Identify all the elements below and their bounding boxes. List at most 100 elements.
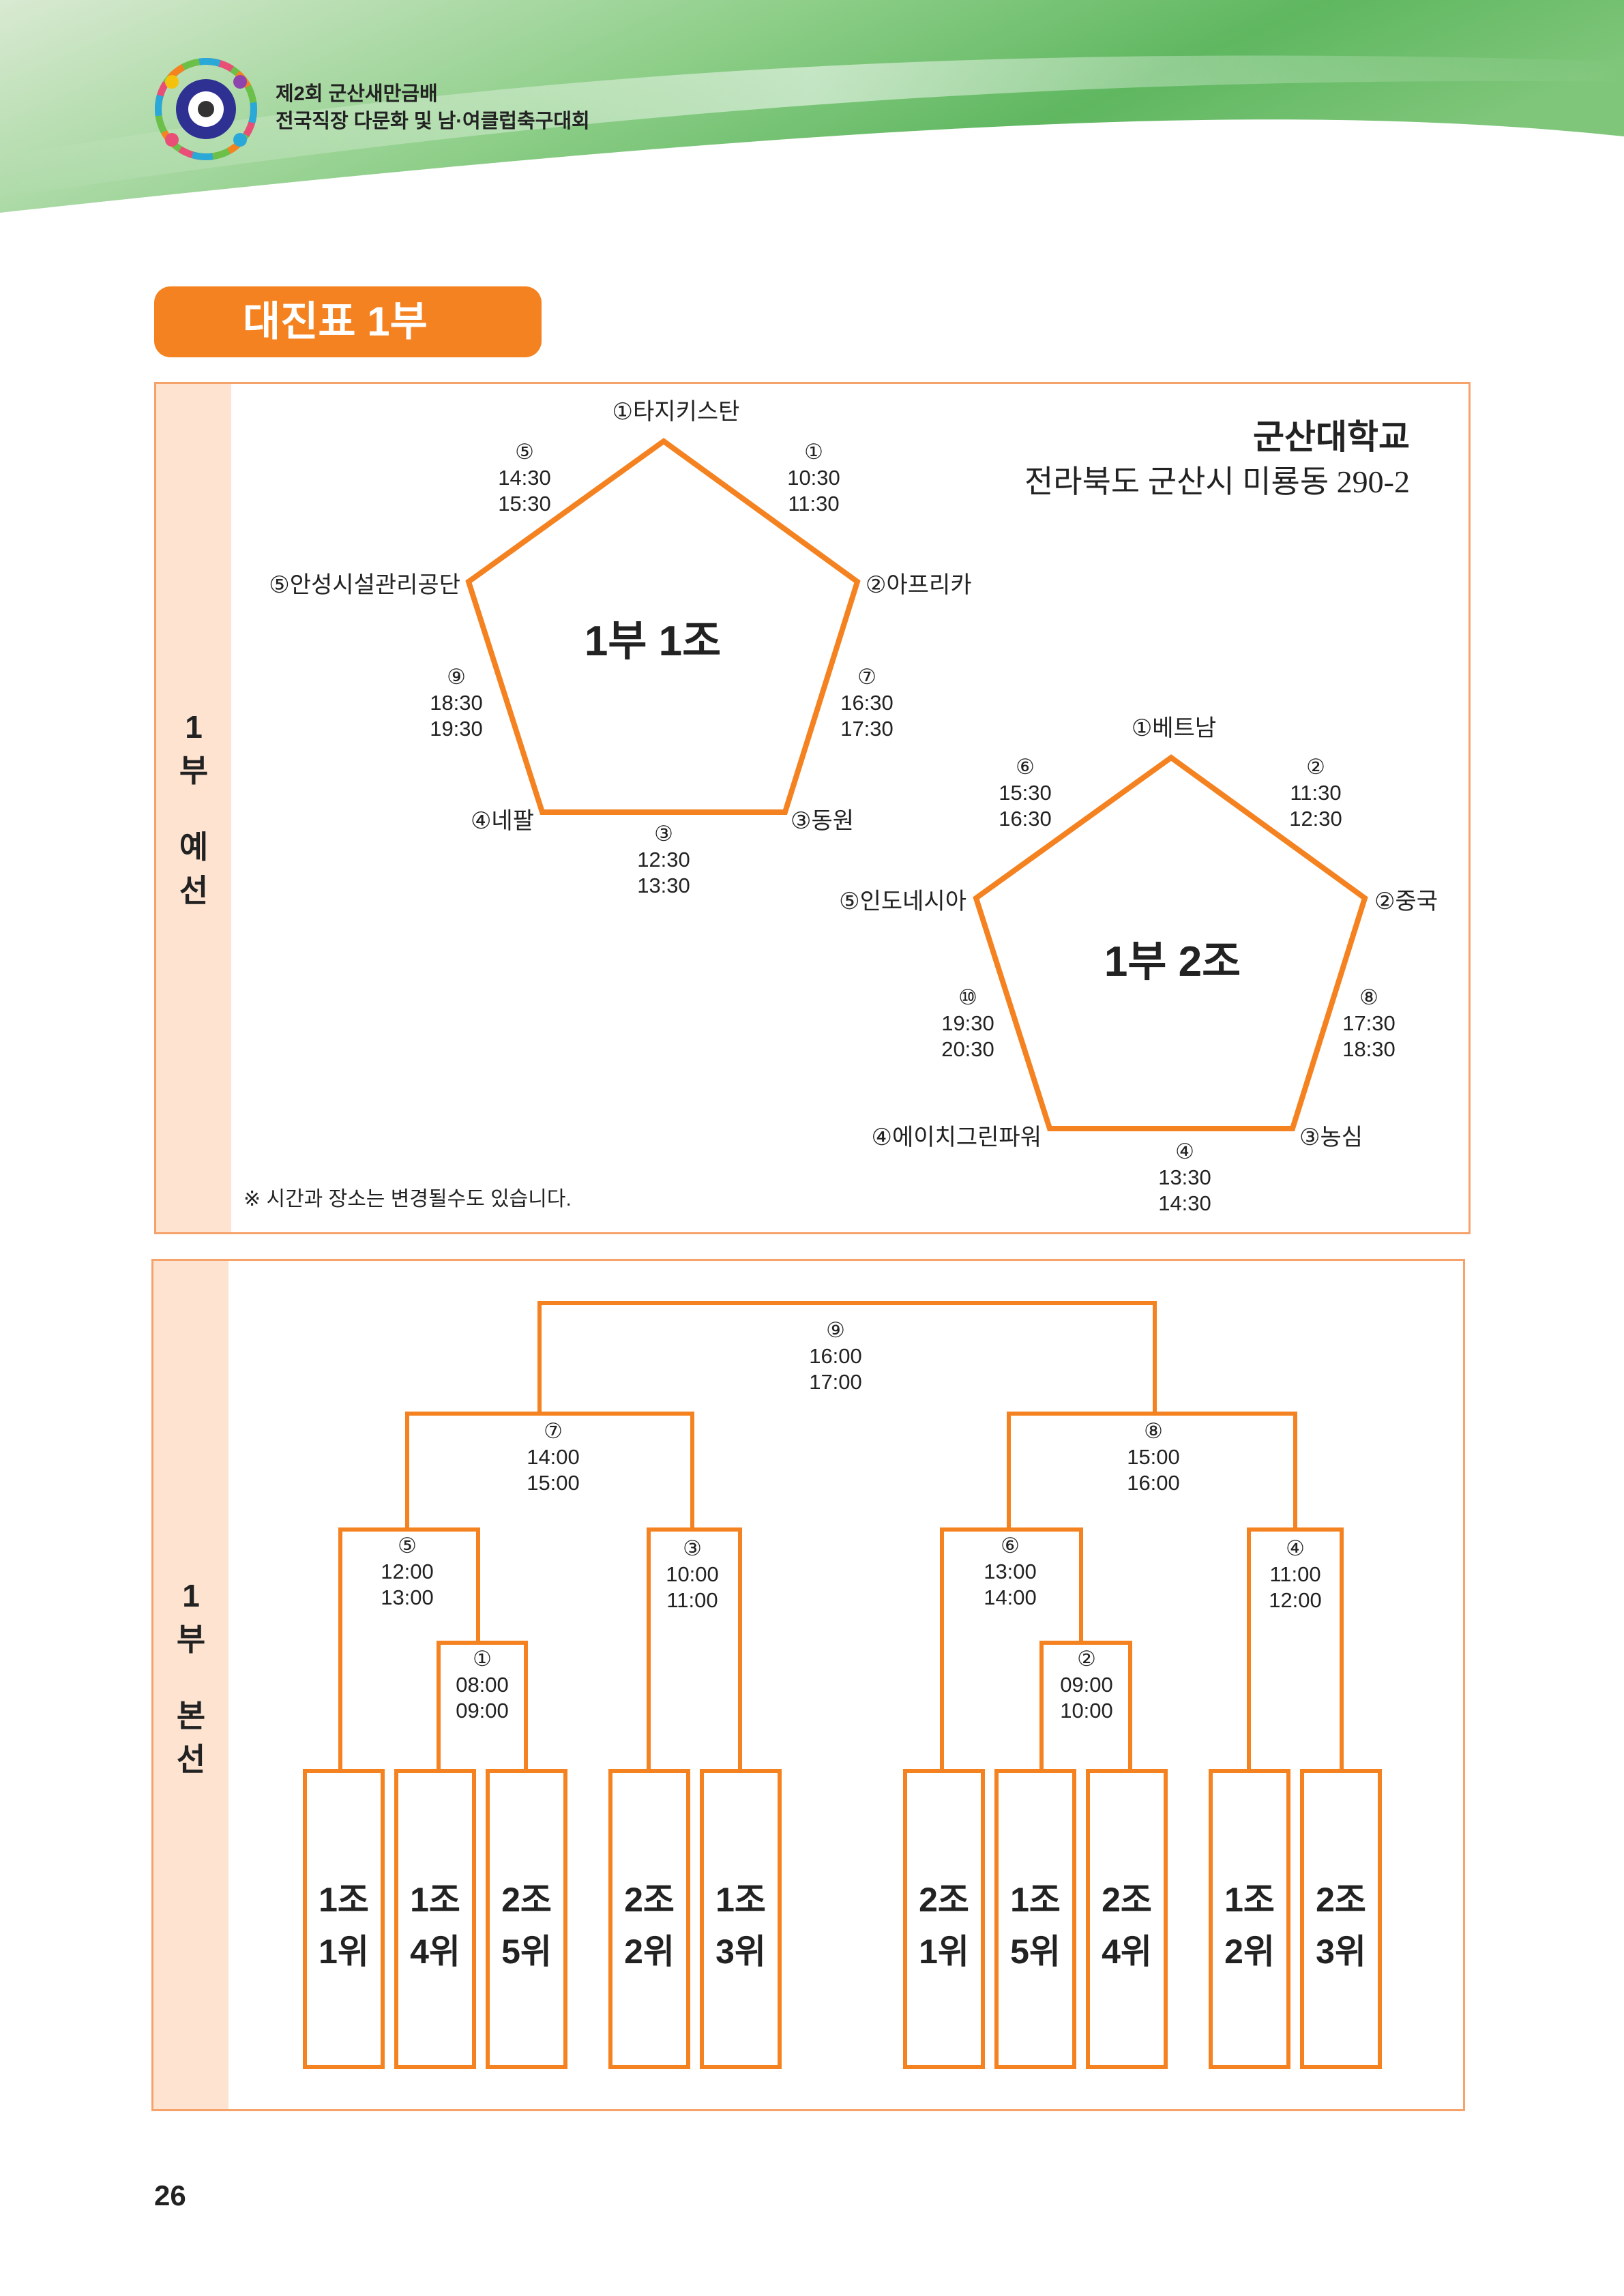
preliminary-panel: 1 부 예 선 1부 1조 ①타지키스탄 ②아프리카 ③동원 ④네팔 ⑤안성시설…	[154, 382, 1471, 1234]
match-end: 13:30	[637, 874, 690, 897]
slot-box	[994, 1769, 1076, 2069]
match-start: 12:00	[381, 1560, 434, 1583]
event-title-line1: 제2회 군산새만금배	[276, 83, 438, 105]
match-start: 14:30	[498, 466, 551, 490]
slot-rank: 3위	[715, 1933, 766, 1971]
group1-match-time: ⑨ 18:30 19:30	[430, 665, 483, 741]
match-end: 16:30	[999, 807, 1052, 831]
match-semi-right: ⑧ 15:00 16:00	[1127, 1419, 1180, 1495]
bracket-line-qf1	[338, 1527, 480, 1771]
group1-match-time: ① 10:30 11:30	[787, 440, 840, 516]
match-no: ⑥	[1001, 1534, 1020, 1557]
match-no: ⑨	[826, 1318, 845, 1342]
match-qf1: ⑤ 12:00 13:00	[381, 1534, 434, 1609]
slot-group: 2조	[919, 1881, 969, 1919]
match-no: ⑧	[1359, 985, 1378, 1009]
match-start: 16:00	[809, 1344, 862, 1368]
match-end: 14:30	[1158, 1191, 1211, 1215]
match-start: 19:30	[941, 1011, 994, 1035]
preliminary-side-label: 1 부 예 선	[156, 384, 231, 1232]
slot-box	[303, 1769, 385, 2069]
finals-side-label: 1 부 본 선	[153, 1261, 228, 2109]
slot-group: 1조	[410, 1881, 460, 1919]
match-start: 12:30	[637, 848, 690, 871]
group2-match-time: ⑧ 17:30 18:30	[1342, 985, 1396, 1061]
slot-box	[1086, 1769, 1168, 2069]
bracket-line-semi-right	[1007, 1412, 1297, 1530]
match-start: 09:00	[1060, 1673, 1113, 1697]
match-end: 15:00	[527, 1471, 580, 1495]
match-no: ②	[1306, 755, 1325, 779]
group2-match-time: ⑥ 15:30 16:30	[999, 755, 1052, 831]
match-no: ②	[1077, 1647, 1096, 1671]
group2-team: ③농심	[1299, 1124, 1363, 1150]
slot-box	[1300, 1769, 1382, 2069]
slot-rank: 2위	[624, 1933, 675, 1971]
kumfa-emblem-icon	[155, 58, 257, 160]
slot-rank: 3위	[1316, 1933, 1366, 1971]
match-start: 08:00	[456, 1673, 509, 1697]
match-r2: ② 09:00 10:00	[1060, 1647, 1113, 1723]
bracket-line-final	[537, 1301, 1157, 1414]
match-end: 13:00	[381, 1585, 434, 1609]
side-char: 1	[182, 1578, 200, 1613]
side-char: 예	[179, 829, 209, 865]
match-start: 10:30	[787, 466, 840, 490]
match-start: 17:30	[1342, 1011, 1396, 1035]
slot-box	[608, 1769, 690, 2069]
group2-team: ⑤인도네시아	[839, 889, 966, 914]
event-title-line2: 전국직장 다문화 및 남·여클럽축구대회	[276, 110, 590, 132]
side-char: 선	[176, 1742, 206, 1777]
slot-rank: 5위	[501, 1933, 552, 1971]
group2-pentagon	[973, 754, 1368, 1131]
match-no: ④	[1286, 1536, 1305, 1560]
group1-match-time: ⑤ 14:30 15:30	[498, 440, 551, 516]
match-qf3: ⑥ 13:00 14:00	[984, 1534, 1037, 1609]
match-start: 15:00	[1127, 1445, 1180, 1469]
slot-rank: 4위	[410, 1933, 460, 1971]
match-start: 11:00	[1269, 1562, 1320, 1586]
slot-box	[394, 1769, 476, 2069]
slot-group: 2조	[624, 1881, 675, 1919]
side-char: 선	[179, 873, 209, 908]
match-start: 16:30	[840, 691, 894, 715]
slot-group: 2조	[1316, 1881, 1366, 1919]
group2-match-time: ④ 13:30 14:30	[1158, 1139, 1211, 1215]
bracket-line-qf3	[940, 1527, 1083, 1771]
side-char: 부	[179, 753, 209, 788]
match-end: 12:30	[1289, 807, 1342, 831]
group1-pentagon	[465, 438, 861, 815]
match-end: 20:30	[941, 1037, 994, 1061]
match-start: 11:30	[1290, 781, 1341, 805]
group1-match-time: ⑦ 16:30 17:30	[840, 665, 894, 741]
match-end: 11:00	[666, 1588, 718, 1612]
match-no: ⑩	[958, 985, 977, 1009]
slot-rank: 5위	[1010, 1933, 1061, 1971]
venue-info: 군산대학교 전라북도 군산시 미룡동 290-2	[1024, 415, 1410, 505]
schedule-note: ※ 시간과 장소는 변경될수도 있습니다.	[243, 1188, 572, 1210]
slot-group: 2조	[1102, 1881, 1152, 1919]
finals-panel: 1 부 본 선	[151, 1259, 1465, 2111]
match-no: ⑨	[447, 665, 466, 689]
match-qf2: ③ 10:00 11:00	[666, 1536, 719, 1612]
match-end: 18:30	[1342, 1037, 1396, 1061]
match-semi-left: ⑦ 14:00 15:00	[527, 1419, 580, 1495]
group2-title: 1부 2조	[1104, 938, 1241, 985]
header-banner	[0, 0, 1624, 213]
slot-rank: 1위	[319, 1933, 369, 1971]
match-qf4: ④ 11:00 12:00	[1269, 1536, 1322, 1612]
match-end: 09:00	[456, 1699, 509, 1723]
match-no: ⑧	[1144, 1419, 1163, 1443]
match-start: 13:00	[984, 1560, 1037, 1583]
match-no: ⑦	[857, 665, 876, 689]
slot-group: 1조	[715, 1881, 766, 1919]
match-no: ①	[804, 440, 823, 464]
